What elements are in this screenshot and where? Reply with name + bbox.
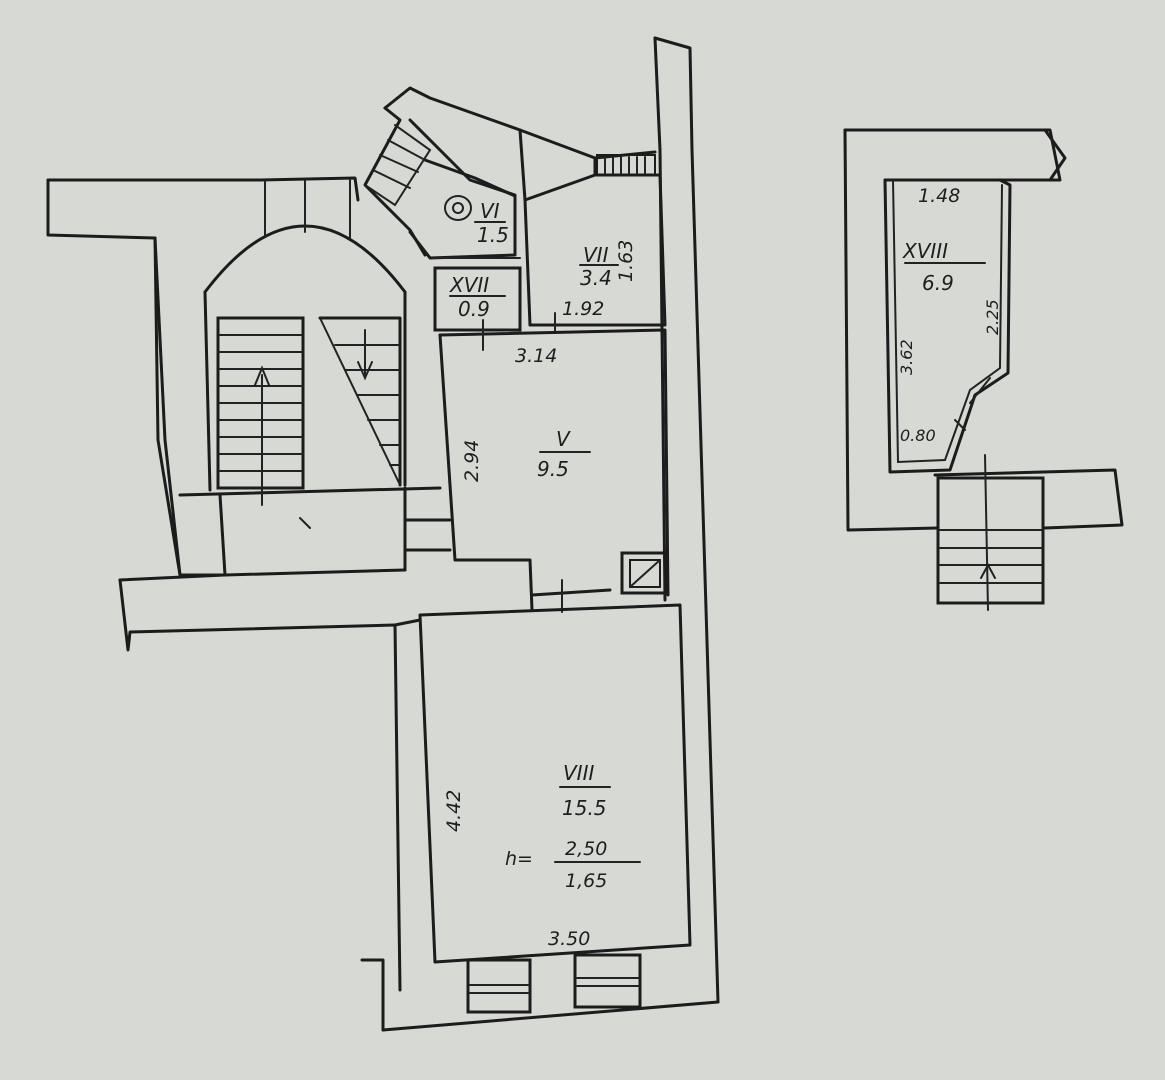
room-vii-area: 3.4 bbox=[580, 266, 612, 290]
room-vii-height-dim: 1.63 bbox=[615, 240, 637, 282]
room-v-outline bbox=[403, 319, 670, 613]
room-xvii-outline bbox=[432, 257, 522, 332]
room-vi-area: 1.5 bbox=[477, 223, 509, 247]
room-xviii-area: 6.9 bbox=[922, 271, 954, 295]
room-xviii-number: XVIII bbox=[902, 239, 948, 263]
room-vii-width-dim: 1.92 bbox=[562, 298, 604, 320]
room-xvii-number: XVII bbox=[449, 273, 489, 297]
room-vi-outline bbox=[408, 158, 517, 260]
room-v-height-dim: 2.94 bbox=[461, 440, 483, 482]
room-viii-number: VIII bbox=[563, 761, 594, 785]
room-v-number: V bbox=[556, 427, 571, 451]
room-viii-outline bbox=[418, 603, 692, 1014]
room-xvii-area: 0.9 bbox=[458, 297, 490, 321]
ceiling-height-lower: 1,65 bbox=[565, 870, 607, 892]
room-viii-area: 15.5 bbox=[562, 796, 607, 820]
room-xviii-unit bbox=[843, 128, 1124, 611]
room-xviii-bottom-dim: 0.80 bbox=[900, 426, 936, 445]
room-viii-height-dim: 4.42 bbox=[443, 790, 465, 832]
room-v-width-dim: 3.14 bbox=[515, 345, 557, 367]
staircase-room bbox=[178, 179, 442, 577]
room-vii-number: VII bbox=[583, 243, 609, 267]
room-vi-number: VI bbox=[480, 199, 500, 223]
room-v-area: 9.5 bbox=[537, 457, 569, 481]
room-vii-outline bbox=[523, 173, 667, 334]
ceiling-height-prefix: h= bbox=[505, 848, 533, 870]
room-xviii-right-dim: 2.25 bbox=[983, 299, 1002, 335]
room-xviii-left-dim: 3.62 bbox=[897, 339, 916, 375]
outer-walls bbox=[46, 36, 720, 1032]
ceiling-height-upper: 2,50 bbox=[565, 838, 607, 860]
room-viii-width-dim: 3.50 bbox=[548, 928, 590, 950]
stair-small-angled bbox=[364, 124, 432, 207]
room-xviii-top-dim: 1.48 bbox=[918, 185, 960, 207]
